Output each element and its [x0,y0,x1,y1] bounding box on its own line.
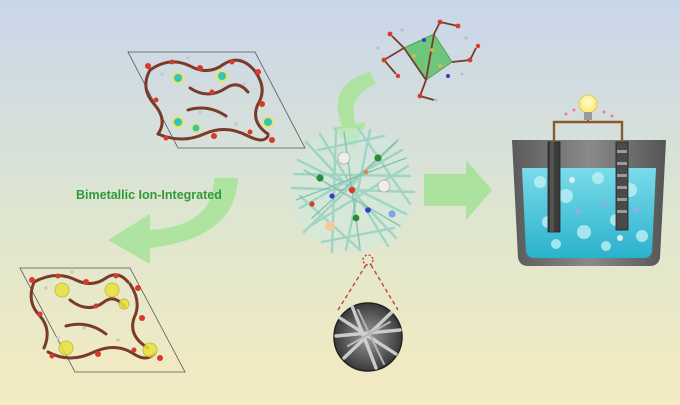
light-bulb-icon [578,94,598,122]
curved-arrow-left-icon [108,178,238,264]
sem-zoom-circle-icon [333,302,403,372]
zoom-lines [337,254,399,311]
metal-cluster-icon [376,19,481,102]
straight-arrow-icon [424,160,492,220]
mof-crystal-top-icon [127,51,306,149]
caption-bimetallic: Bimetallic Ion-Integrated [76,188,222,202]
battery-cell-icon [512,94,666,266]
nanofiber-ball-icon [290,126,416,254]
mof-crystal-bottom-icon [19,267,186,373]
